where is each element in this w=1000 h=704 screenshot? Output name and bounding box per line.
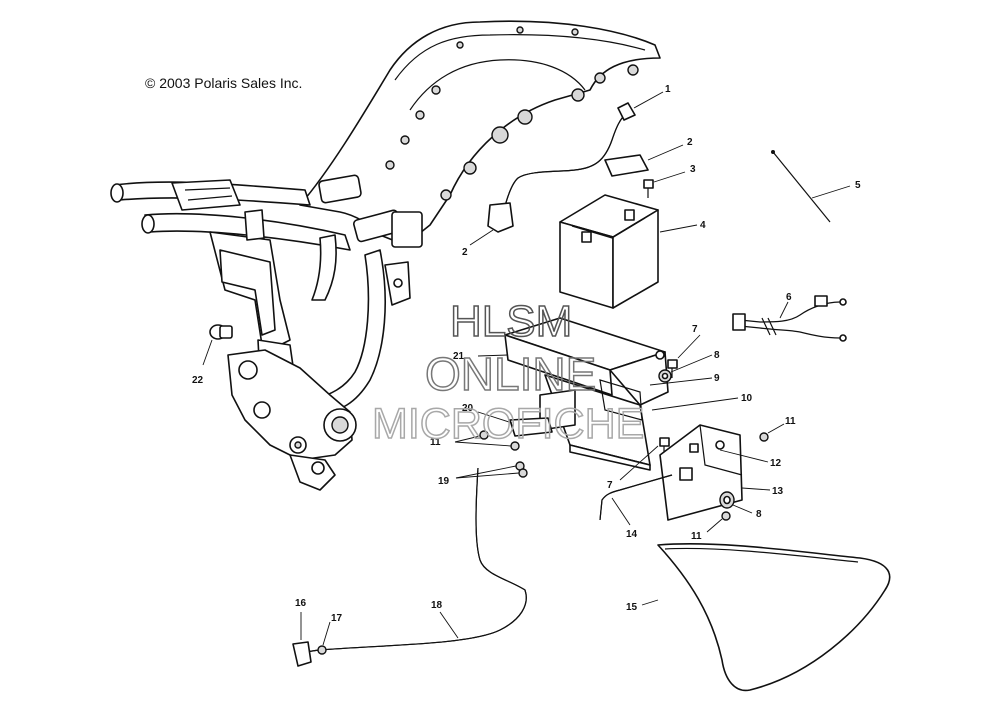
rod-14: 14 xyxy=(599,474,673,540)
watermark-line-3: MICROFICHE xyxy=(372,400,644,448)
callout-19: 19 xyxy=(438,476,450,487)
callout-2a: 2 xyxy=(687,137,693,148)
callout-11a: 11 xyxy=(430,437,441,448)
fitting-16: 16 xyxy=(292,598,312,667)
copyright-text: © 2003 Polaris Sales Inc. xyxy=(145,75,302,91)
battery-tray: 21 9 10 xyxy=(453,317,753,471)
callout-3: 3 xyxy=(690,164,696,175)
clamp-17: 17 xyxy=(317,613,343,655)
bolt-7-upper: 7 xyxy=(667,324,701,378)
callout-7b: 7 xyxy=(607,480,613,491)
watermark-line-2: ONLINE xyxy=(425,348,596,400)
callout-8a: 8 xyxy=(714,350,720,361)
callout-18: 18 xyxy=(431,600,443,611)
callout-4: 4 xyxy=(700,220,706,231)
callout-8b: 8 xyxy=(756,509,762,520)
callout-7a: 7 xyxy=(692,324,698,335)
callout-13: 13 xyxy=(772,486,784,497)
battery-cable: 1 2 2 xyxy=(462,84,693,258)
callout-2b: 2 xyxy=(462,247,468,258)
watermark: HLSM ONLINE MICROFICHE xyxy=(371,296,645,449)
callout-10: 10 xyxy=(741,393,753,404)
callout-15: 15 xyxy=(626,602,638,613)
callout-20: 20 xyxy=(462,403,474,414)
nut-8-upper: 8 xyxy=(658,350,720,383)
nuts-19: 19 xyxy=(438,461,528,487)
nut-11-bottom: 11 xyxy=(691,511,731,542)
side-cover-15: 15 xyxy=(626,543,891,692)
callout-1: 1 xyxy=(665,84,671,95)
callout-17: 17 xyxy=(331,613,343,624)
frame-drawing xyxy=(110,20,661,491)
battery-4: 4 xyxy=(559,194,706,309)
callout-11c: 11 xyxy=(691,531,702,542)
harness-6: 6 xyxy=(732,292,847,342)
nuts-11-left: 11 xyxy=(430,430,520,451)
grommet-8-lower: 8 xyxy=(719,491,762,520)
callout-21: 21 xyxy=(453,351,465,362)
bolt-3: 3 xyxy=(643,164,696,198)
nut-11-right: 11 xyxy=(759,416,796,442)
watermark-line-1: HLSM xyxy=(450,297,572,346)
strap-5: 5 xyxy=(771,150,861,223)
callout-14: 14 xyxy=(626,529,638,540)
screw-12: 12 xyxy=(689,443,782,469)
vent-tube-18: 18 xyxy=(299,467,527,656)
plug-22: 22 xyxy=(192,324,233,386)
callout-6: 6 xyxy=(786,292,792,303)
callout-5: 5 xyxy=(855,180,861,191)
callout-11b: 11 xyxy=(785,416,796,427)
callout-22: 22 xyxy=(192,375,204,386)
callout-16: 16 xyxy=(295,598,307,609)
callout-12: 12 xyxy=(770,458,782,469)
callout-9: 9 xyxy=(714,373,720,384)
clip-20: 20 xyxy=(462,403,553,437)
